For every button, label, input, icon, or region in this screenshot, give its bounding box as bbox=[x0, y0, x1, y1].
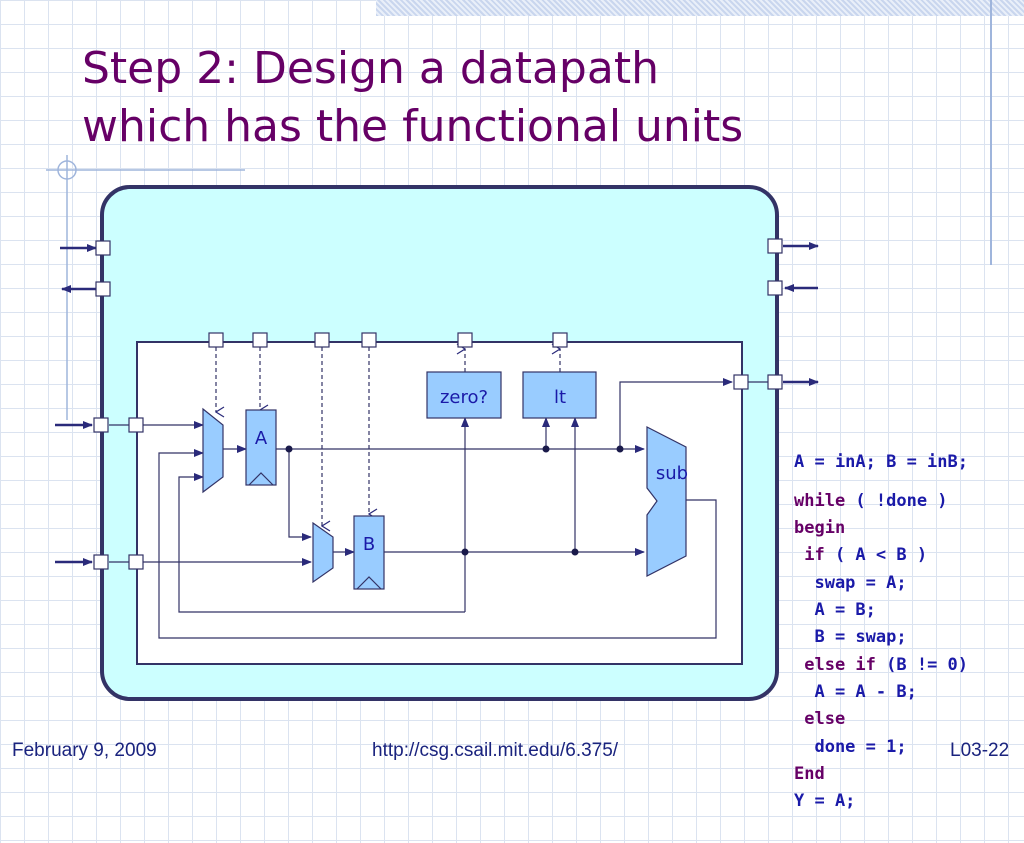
port-ctrl-reg-b bbox=[361, 332, 377, 348]
code-gap bbox=[794, 476, 968, 488]
code-line: while ( !done ) bbox=[794, 488, 968, 515]
code-text: ( !done ) bbox=[845, 490, 948, 511]
port-outer-out-2 bbox=[767, 238, 783, 254]
code-line: B = swap; bbox=[794, 624, 968, 651]
port-in-b-inner bbox=[128, 554, 144, 570]
footer-date: February 9, 2009 bbox=[12, 740, 157, 761]
code-text: ( A < B ) bbox=[824, 545, 928, 566]
subtractor-label: sub bbox=[656, 463, 688, 484]
slide-title-line-1: Step 2: Design a datapath bbox=[82, 43, 659, 94]
code-text: (B != 0) bbox=[875, 654, 969, 675]
port-outer-in-1 bbox=[95, 240, 111, 256]
port-in-a-outer bbox=[93, 417, 109, 433]
port-in-a-inner bbox=[128, 417, 144, 433]
junction-dots bbox=[285, 445, 624, 556]
code-text: A = B; bbox=[794, 600, 876, 621]
subtractor-unit: sub bbox=[646, 426, 688, 577]
port-ctrl-mux-b bbox=[314, 332, 330, 348]
register-a-label: A bbox=[255, 428, 268, 449]
code-keyword: begin bbox=[794, 518, 846, 539]
code-text: Y = A; bbox=[794, 791, 856, 812]
code-init-line: A = inA; B = inB; bbox=[794, 451, 968, 472]
code-lines: while ( !done ) begin if ( A < B ) swap =… bbox=[794, 488, 968, 816]
port-ctrl-mux-a bbox=[208, 332, 224, 348]
port-out-y-inner bbox=[733, 374, 749, 390]
register-a: A bbox=[245, 409, 277, 486]
port-outer-in-2 bbox=[767, 280, 783, 296]
code-keyword: while bbox=[794, 490, 846, 511]
datapath-wires bbox=[109, 378, 768, 639]
mux-a bbox=[202, 407, 224, 494]
port-ctrl-reg-a bbox=[252, 332, 268, 348]
code-keyword: End bbox=[794, 763, 825, 784]
code-line: done = 1; bbox=[794, 734, 968, 761]
port-squares bbox=[93, 238, 783, 570]
top-decoration-band bbox=[376, 0, 1024, 16]
port-out-y-outer bbox=[767, 374, 783, 390]
code-text: A = A - B; bbox=[794, 681, 917, 702]
code-text: B = swap; bbox=[794, 627, 907, 648]
register-b-label: B bbox=[363, 534, 375, 555]
code-line: if ( A < B ) bbox=[794, 542, 968, 569]
code-keyword: if bbox=[794, 545, 825, 566]
port-status-lt bbox=[552, 332, 568, 348]
code-block: A = inA; B = inB; while ( !done ) begin if… bbox=[794, 394, 968, 843]
lt-test-unit: lt bbox=[522, 371, 597, 419]
code-line: A = A - B; bbox=[794, 679, 968, 706]
lt-test-label: lt bbox=[554, 387, 566, 408]
right-decoration-rule bbox=[990, 0, 992, 265]
slide-title-line-2: which has the functional units bbox=[82, 101, 744, 152]
port-outer-out-1 bbox=[95, 281, 111, 297]
port-in-b-outer bbox=[93, 554, 109, 570]
port-status-zero bbox=[457, 332, 473, 348]
code-line: begin bbox=[794, 515, 968, 542]
code-line: Y = A; bbox=[794, 788, 968, 815]
code-line: else if (B != 0) bbox=[794, 652, 968, 679]
mux-b bbox=[312, 521, 334, 584]
code-line: else bbox=[794, 706, 968, 733]
control-lines bbox=[216, 347, 560, 526]
code-keyword: else if bbox=[794, 654, 876, 675]
footer-url[interactable]: http://csg.csail.mit.edu/6.375/ bbox=[372, 740, 619, 761]
zero-test-unit: zero? bbox=[426, 371, 502, 419]
code-line: End bbox=[794, 761, 968, 788]
code-line: A = B; bbox=[794, 597, 968, 624]
datapath-diagram: A B zero? lt sub bbox=[46, 155, 819, 701]
footer-slide-number: L03-22 bbox=[950, 740, 1010, 761]
slide-title: Step 2: Design a datapath which has the … bbox=[82, 40, 743, 156]
code-text: swap = A; bbox=[794, 572, 907, 593]
zero-test-label: zero? bbox=[440, 387, 488, 408]
register-b: B bbox=[353, 515, 385, 590]
external-arrows bbox=[55, 242, 819, 566]
code-text: done = 1; bbox=[794, 736, 907, 757]
code-keyword: else bbox=[794, 709, 846, 730]
code-line: swap = A; bbox=[794, 570, 968, 597]
